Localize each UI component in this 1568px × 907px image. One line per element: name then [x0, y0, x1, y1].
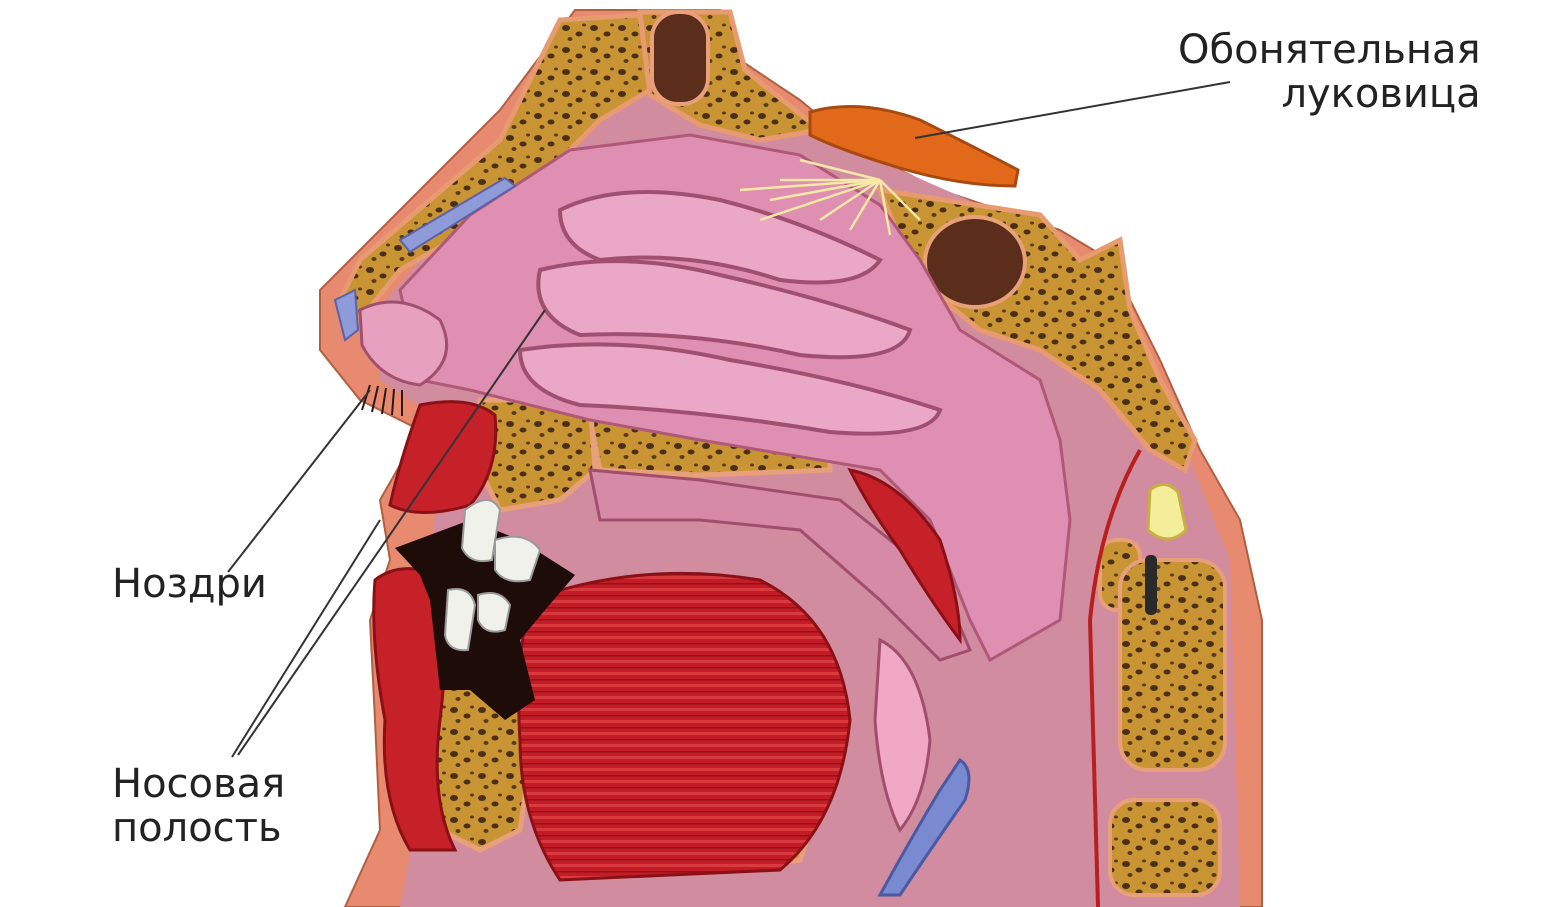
- leader-nostrils: [228, 390, 370, 572]
- label-nasal-cavity-line1: Носовая: [112, 762, 285, 806]
- label-nostrils: Ноздри: [112, 562, 267, 606]
- vertebra-2: [1120, 560, 1225, 770]
- frontal-sinus: [652, 12, 708, 104]
- vertebra-3: [1110, 800, 1220, 895]
- label-olfactory-bulb-line2: луковица: [1178, 72, 1481, 116]
- label-olfactory-bulb-line1: Обонятельная: [1178, 28, 1481, 72]
- label-nasal-cavity: Носовая полость: [112, 762, 285, 850]
- label-nasal-cavity-line2: полость: [112, 806, 285, 850]
- label-olfactory-bulb: Обонятельная луковица: [1178, 28, 1481, 116]
- lower-molar: [478, 593, 510, 632]
- spinal-ligament: [1145, 555, 1157, 615]
- leader-nasal-cavity-lower: [232, 520, 380, 757]
- tongue: [519, 573, 850, 880]
